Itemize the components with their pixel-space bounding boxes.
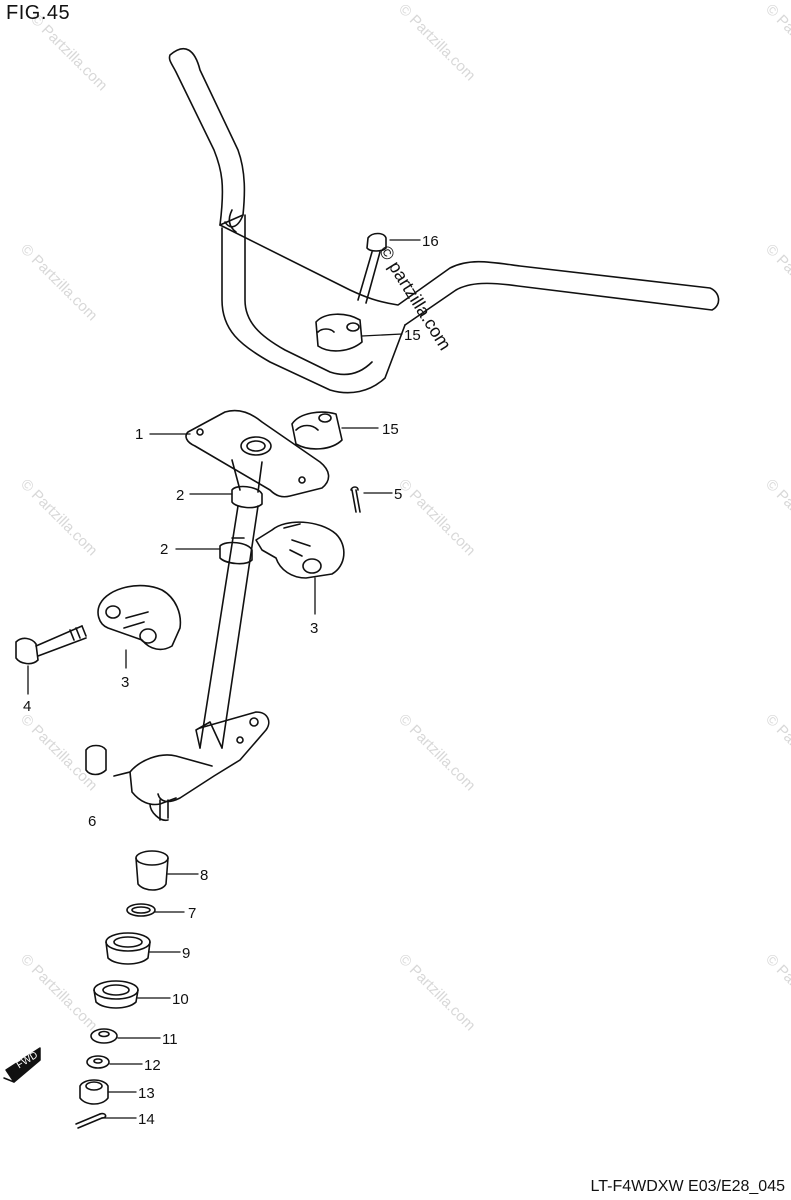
callout-3-left: 3: [121, 674, 129, 691]
callout-2-lower: 2: [160, 541, 168, 558]
castle-nut: [79, 1079, 109, 1105]
cotter-pin: [75, 1112, 107, 1129]
callout-11: 11: [162, 1031, 178, 1048]
callout-16: 16: [422, 233, 439, 250]
shaft-holder-left: [97, 584, 182, 651]
callout-2-upper: 2: [176, 487, 184, 504]
handlebar: [168, 47, 720, 394]
model-code: LT-F4WDXW E03/E28_045: [590, 1178, 785, 1195]
shaft-bushing: [135, 850, 169, 891]
shaft-holder-right: [255, 521, 345, 579]
callout-4: 4: [23, 698, 31, 715]
dust-seal: [93, 980, 139, 1009]
handlebar-clamp-bolt: [357, 232, 387, 304]
steering-shaft-lower-arm: [85, 711, 270, 822]
steering-shaft: [199, 505, 259, 749]
washer: [90, 1028, 118, 1044]
callout-14: 14: [138, 1111, 155, 1128]
callout-6: 6: [88, 813, 96, 830]
callout-3-right: 3: [310, 620, 318, 637]
bracket-pin: [350, 486, 361, 513]
figure-title: FIG.45: [6, 2, 71, 24]
callout-12: 12: [144, 1057, 161, 1074]
callout-9: 9: [182, 945, 190, 962]
lock-washer: [86, 1055, 110, 1069]
callout-7: 7: [188, 905, 196, 922]
o-ring: [126, 903, 156, 917]
callout-10: 10: [172, 991, 189, 1008]
holder-bolt: [15, 625, 87, 665]
callouts: 16 15 15 1 5 2 2 3 3 4 6 8 7 9 10 11 12 …: [23, 233, 439, 1128]
steering-shaft-top-bracket: [185, 409, 330, 498]
oil-seal: [105, 932, 151, 965]
callout-15-upper: 15: [404, 327, 421, 344]
handlebar-lower-holder: [291, 411, 343, 450]
callout-1: 1: [135, 426, 143, 443]
forward-direction-arrow: FWD: [3, 1047, 41, 1083]
steering-shaft-bushings: [219, 485, 263, 565]
handlebar-upper-holder: [315, 313, 363, 352]
callout-8: 8: [200, 867, 208, 884]
callout-5: 5: [394, 486, 402, 503]
callout-15-lower: 15: [382, 421, 399, 438]
leader-lines: [27, 239, 421, 1119]
callout-13: 13: [138, 1085, 155, 1102]
